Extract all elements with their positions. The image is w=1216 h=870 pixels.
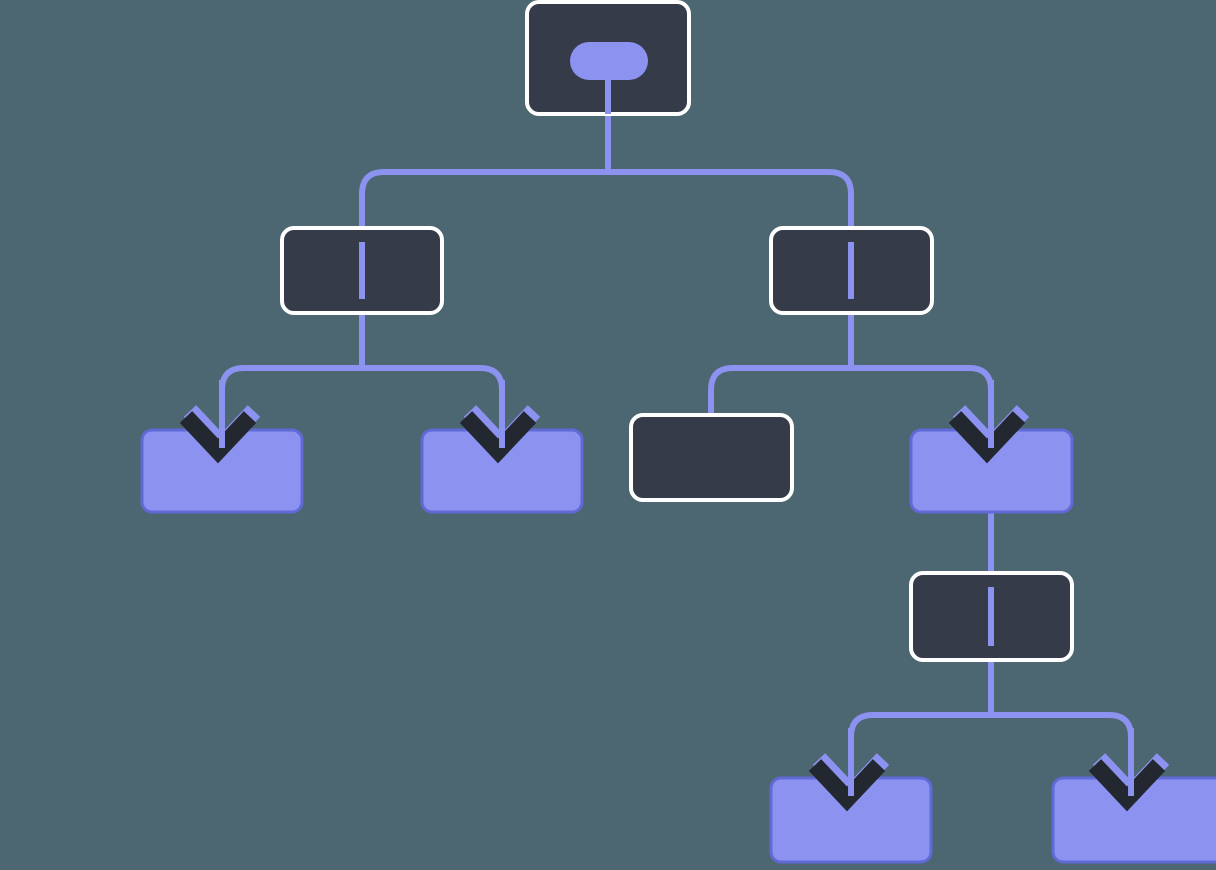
node-layer [140,0,1216,864]
arrowhead-chevron-dark [1088,759,1166,812]
connector-line [359,114,611,230]
node-box-dark[interactable] [629,413,794,502]
connector-line [708,228,854,417]
root-node[interactable] [525,0,691,116]
arrowhead-chevron-dark [179,411,257,464]
edge-root-to-level1 [359,114,854,230]
node-pill-badge[interactable] [570,42,648,80]
connector-line [605,114,854,230]
arrowhead-layer [179,380,1170,812]
terminal-node-dark[interactable] [629,413,794,502]
arrowhead-chevron-dark [948,411,1026,464]
arrowhead-chevron-dark [808,759,886,812]
arrowhead-chevron-dark [459,411,537,464]
